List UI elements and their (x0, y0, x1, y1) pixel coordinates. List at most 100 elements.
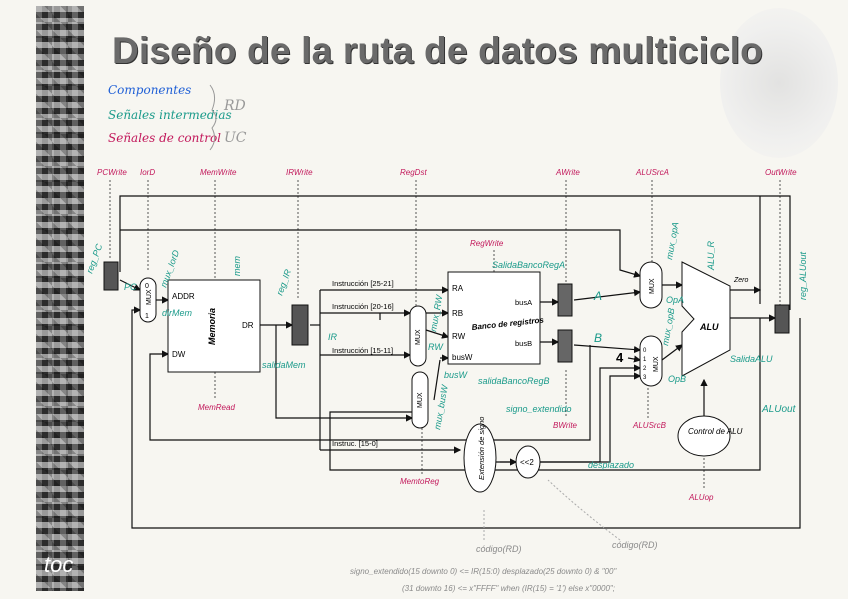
memory-block (167, 279, 261, 373)
annot-rw: RW (428, 342, 444, 352)
instr-field-15-0: Instruc. [15-0] (332, 439, 378, 448)
regfile-busb-port: busB (515, 339, 532, 348)
regfile-busw-port: busW (452, 353, 473, 362)
mux-busw-label: MUX (417, 392, 424, 408)
sign-extension-label: Extensión de signo (477, 417, 486, 480)
alu-control-label: Control de ALU (688, 427, 743, 436)
constant-four: 4 (616, 350, 624, 365)
mux-rw-label: MUX (415, 329, 422, 345)
bottom-notes: código(RD) código(RD) signo_extendido(15… (350, 479, 658, 593)
alu-label: ALU (699, 322, 719, 332)
ctrl-outwrite: OutWrite (765, 168, 797, 177)
annot-mux-busw: mux_busW (432, 383, 450, 431)
mux-opb (639, 335, 663, 387)
regfile-rw-port: RW (452, 332, 466, 341)
annot-b: B (594, 331, 602, 345)
b-register (557, 329, 573, 363)
annot-mux-opb: mux_opB (660, 307, 676, 346)
annot-salida-banco-b: salidaBancoRegB (478, 376, 550, 386)
mux-rw (409, 305, 427, 367)
mux-opb-in3: 3 (643, 375, 647, 381)
ctrl-iord: IorD (140, 168, 155, 177)
aluout-register (774, 304, 790, 334)
annot-reg-ir: reg_IR (274, 267, 293, 296)
legend: Componentes Señales intermedias Señales … (108, 83, 247, 151)
alu-control (677, 415, 731, 457)
annot-mem: mem (232, 255, 242, 276)
memory-dw-port: DW (172, 350, 186, 359)
annot-salida-alu: SalidaALU (730, 354, 773, 364)
ctrl-memwrite: MemWrite (200, 168, 237, 177)
ctrl-pcwrite: PCWrite (97, 168, 127, 177)
annot-mux-opa: mux_opA (664, 221, 680, 260)
ctrl-bwrite: BWrite (553, 421, 578, 430)
note-codigo-rd-left: código(RD) (476, 544, 522, 554)
annot-aluout: ALUout (761, 404, 797, 415)
register-file (447, 271, 541, 365)
ctrl-alusrca: ALUSrcA (635, 168, 669, 177)
ctrl-awrite: AWrite (555, 168, 580, 177)
ctrl-memread: MemRead (198, 403, 235, 412)
note-line-1: signo_extendido(15 downto 0) <= IR(15:0)… (350, 567, 617, 576)
annot-alu-r: ALU_R (706, 240, 716, 271)
a-register (557, 283, 573, 317)
alu (681, 261, 731, 377)
annot-reg-pc: reg_PC (84, 242, 104, 275)
mux-opb-label: MUX (653, 356, 660, 372)
legend-group-uc: UC (224, 130, 247, 146)
annot-salida-mem: salidaMem (262, 360, 306, 370)
annot-a: A (593, 289, 602, 303)
note-codigo-rd-right: código(RD) (612, 540, 658, 550)
components: 0 1 MUX ADDR DW DR Memoria Instrucción [… (103, 261, 790, 493)
mux-iord (139, 277, 157, 323)
ctrl-irwrite: IRWrite (286, 168, 313, 177)
mux-opb-in2: 2 (643, 366, 647, 372)
instr-field-20-16: Instrucción [20-16] (332, 302, 394, 311)
legend-item-componentes: Componentes (108, 83, 191, 97)
decorative-left-strip (36, 6, 84, 591)
annot-opb: OpB (668, 374, 686, 384)
annot-busw: busW (444, 370, 469, 380)
mux-iord-in0: 0 (145, 283, 149, 290)
sign-extension (463, 423, 497, 493)
annot-salida-banco-a: SalidaBancoRegA (492, 260, 565, 270)
shift-left-two-label: <<2 (520, 458, 534, 467)
instr-field-25-21: Instrucción [25-21] (332, 279, 394, 288)
alu-zero: Zero (733, 277, 749, 284)
ctrl-alusrcb: ALUSrcB (632, 421, 667, 430)
control-lines (109, 180, 781, 490)
mux-opa-label: MUX (649, 278, 656, 294)
university-seal (720, 8, 838, 158)
annot-opa: OpA (666, 295, 684, 305)
annot-reg-aluout: reg_ALUout (798, 251, 808, 300)
ctrl-memtoreg: MemtoReg (400, 477, 440, 486)
control-signal-labels: PCWrite IorD MemWrite IRWrite RegDst AWr… (97, 168, 797, 502)
legend-brace (209, 84, 217, 151)
annot-pc: PC (124, 282, 137, 292)
legend-group-rd: RD (223, 98, 246, 114)
annot-signo-extendido: signo_extendido (506, 404, 572, 414)
ctrl-regwrite: RegWrite (470, 239, 504, 248)
mux-opb-in0: 0 (643, 348, 647, 354)
memory-label: Memoria (207, 308, 217, 345)
regfile-rb-port: RB (452, 309, 463, 318)
mux-opb-in1: 1 (643, 357, 647, 363)
regfile-ra-port: RA (452, 284, 464, 293)
memory-dr-port: DR (242, 321, 254, 330)
instr-field-15-11: Instrucción [15-11] (332, 346, 393, 355)
footer-logo: toc (44, 552, 74, 577)
note-line-2: (31 downto 16) <= x"FFFF" when (IR(15) =… (402, 584, 615, 593)
shift-left-two (515, 445, 541, 479)
annot-ir: IR (328, 332, 338, 342)
ir-register (291, 304, 309, 346)
legend-item-senales-intermedias: Señales intermedias (108, 108, 232, 122)
ctrl-regdst: RegDst (400, 168, 427, 177)
mux-opa (639, 261, 663, 309)
regfile-busa-port: busA (515, 298, 532, 307)
slide-title: Diseño de la ruta de datos multiciclo (112, 30, 763, 71)
annot-desplazado: desplazado (588, 460, 634, 470)
ctrl-aluop: ALUop (688, 493, 714, 502)
mux-iord-label: MUX (146, 289, 153, 305)
memory-addr-port: ADDR (172, 292, 195, 301)
